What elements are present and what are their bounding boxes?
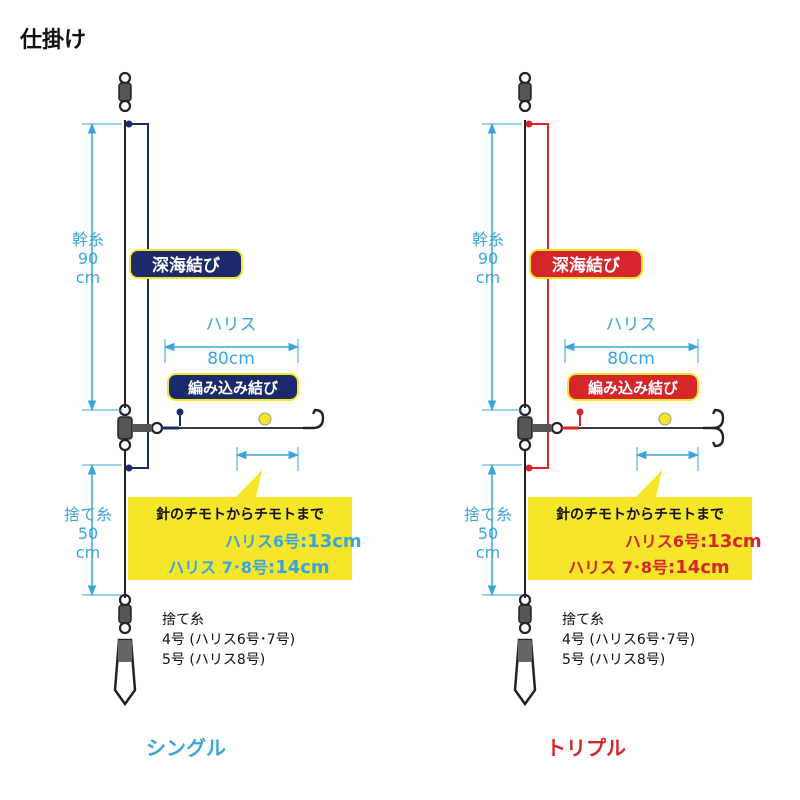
panel-caption: トリプル — [546, 736, 626, 760]
sutei-spec-line: 5号 (ハリス8号) — [562, 652, 665, 668]
knot-branch-badge — [567, 373, 699, 401]
sutei-length-label: 捨て糸 — [464, 505, 512, 524]
harisu-label: ハリス — [206, 315, 257, 335]
treble-hook-icon — [703, 408, 725, 430]
harisu-length: 80cm — [607, 349, 655, 369]
harisu-label: ハリス — [606, 315, 657, 335]
knot-dot — [125, 120, 133, 128]
note-line1-prefix: ハリス6号 — [625, 532, 700, 551]
mainline-length-label: 90 — [478, 249, 498, 268]
knot-branch-label: 編み込み結び — [188, 379, 278, 397]
note-header: 針のチモトからチモトまで — [156, 506, 324, 523]
note-box — [128, 470, 352, 580]
mainline-length-label: 幹糸 — [472, 230, 504, 249]
swivel-ring — [118, 438, 132, 452]
swivel-ring — [118, 621, 132, 635]
mainline-length-label: cm — [76, 268, 100, 287]
knot-branch-label: 編み込み結び — [588, 379, 678, 397]
note-header: 針のチモトからチモトまで — [556, 506, 724, 523]
swivel-barrel — [117, 416, 133, 440]
sutei-spec-line: 4号 (ハリス6号･7号) — [162, 632, 295, 648]
bead-icon — [658, 412, 672, 426]
note-line2-prefix: ハリス 7･8号 — [568, 558, 668, 577]
sutei-length-label: 50 — [78, 524, 98, 543]
knot-bracket — [529, 123, 549, 469]
sutei-length-label: cm — [476, 543, 500, 562]
note-box — [528, 470, 752, 580]
note-line2-prefix: ハリス 7･8号 — [168, 558, 268, 577]
swivel-ring — [518, 99, 532, 113]
note-line2-value: :14cm — [268, 557, 330, 578]
note-line1-value: :13cm — [300, 531, 362, 552]
sutei-spec-line: 4号 (ハリス6号･7号) — [562, 632, 695, 648]
swivel-barrel — [518, 82, 532, 102]
knot-main-label: 深海結び — [152, 255, 220, 276]
sutei-length-label: 捨て糸 — [64, 505, 112, 524]
knot-main-label: 深海結び — [552, 255, 620, 276]
knot-bracket — [129, 123, 149, 469]
swivel-barrel — [118, 604, 132, 624]
swivel-ring — [550, 421, 564, 435]
harisu-length: 80cm — [207, 349, 255, 369]
bead-icon — [258, 412, 272, 426]
knot-dot — [125, 464, 133, 472]
mainline-length-label: cm — [476, 268, 500, 287]
hook-icon — [303, 408, 325, 430]
swivel-ring — [518, 438, 532, 452]
sutei-length-label: 50 — [478, 524, 498, 543]
knot-dot — [525, 120, 533, 128]
swivel-ring — [118, 99, 132, 113]
swivel-ring — [518, 621, 532, 635]
note-line1-value: :13cm — [700, 531, 762, 552]
page-title: 仕掛け — [20, 28, 87, 53]
mainline-length-label: 幹糸 — [72, 230, 104, 249]
swivel-ring — [118, 71, 132, 85]
knot-branch-badge — [167, 373, 299, 401]
swivel-ring — [150, 421, 164, 435]
swivel-arm — [132, 424, 152, 432]
panel-caption: シングル — [146, 736, 226, 760]
swivel-barrel — [517, 416, 533, 440]
swivel-arm — [532, 424, 552, 432]
snap-sleeve — [518, 640, 532, 662]
triple-rig-panel: 幹糸90cm捨て糸50cm深海結びハリス80cm編み込み結び針のチモトからチモト… — [464, 71, 762, 760]
sutei-spec-line: 捨て糸 — [162, 611, 204, 628]
single-rig-panel: 幹糸90cm捨て糸50cm深海結びハリス80cm編み込み結び針のチモトからチモト… — [64, 71, 362, 760]
sutei-length-label: cm — [76, 543, 100, 562]
note-line2-value: :14cm — [668, 557, 730, 578]
swivel-barrel — [118, 82, 132, 102]
knot-main-badge — [529, 249, 643, 279]
knot-dot — [525, 464, 533, 472]
swivel-barrel — [518, 604, 532, 624]
sutei-spec-line: 捨て糸 — [562, 611, 604, 628]
note-line1-prefix: ハリス6号 — [225, 532, 300, 551]
snap-sleeve — [118, 640, 132, 662]
knot-main-badge — [129, 249, 243, 279]
treble-hook-icon — [711, 426, 725, 448]
swivel-ring — [518, 71, 532, 85]
mainline-length-label: 90 — [78, 249, 98, 268]
sutei-spec-line: 5号 (ハリス8号) — [162, 652, 265, 668]
